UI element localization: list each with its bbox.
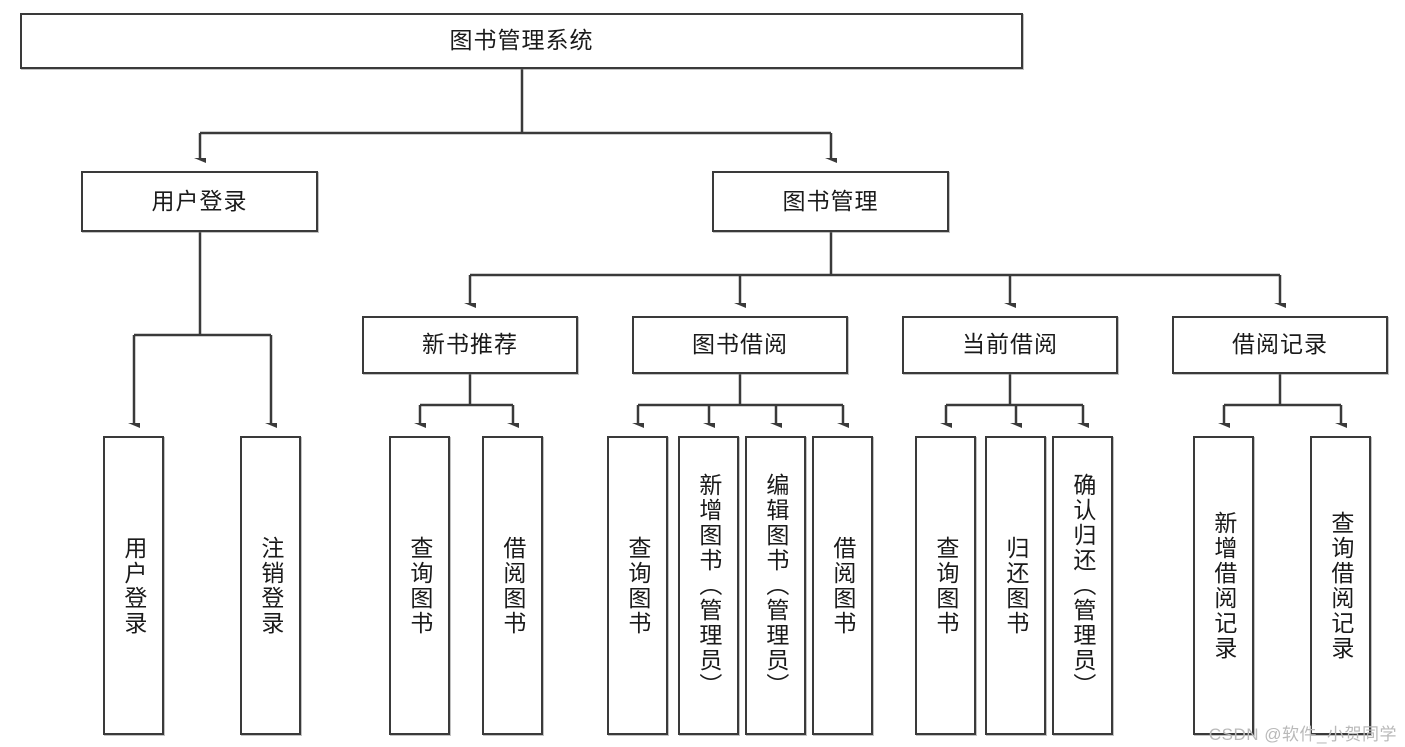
node-label: 用户登录 xyxy=(151,187,248,214)
node-label: 借阅记录 xyxy=(1232,331,1328,358)
node-label: 用户登录 xyxy=(120,535,147,636)
node-leaf-query-book-recommend[interactable]: 查询图书 xyxy=(389,436,450,735)
node-leaf-add-record[interactable]: 新增借阅记录 xyxy=(1193,436,1254,735)
node-label: 查询借阅记录 xyxy=(1327,510,1354,661)
node-label: 图书管理 xyxy=(782,187,879,214)
node-book-management[interactable]: 图书管理 xyxy=(712,171,949,232)
node-label: 查询图书 xyxy=(624,535,651,636)
node-label: 当前借阅 xyxy=(962,331,1058,358)
node-leaf-user-login[interactable]: 用户登录 xyxy=(103,436,164,735)
node-label: 图书管理系统 xyxy=(449,27,594,54)
node-leaf-borrow-book[interactable]: 借阅图书 xyxy=(812,436,873,735)
node-label: 归还图书 xyxy=(1002,535,1029,636)
node-label: 新增借阅记录 xyxy=(1210,510,1237,661)
node-leaf-add-book[interactable]: 新增图书（管理员） xyxy=(678,436,739,735)
node-leaf-borrow-book-recommend[interactable]: 借阅图书 xyxy=(482,436,543,735)
node-leaf-confirm-return[interactable]: 确认归还（管理员） xyxy=(1052,436,1113,735)
node-new-book-recommend[interactable]: 新书推荐 xyxy=(362,316,578,374)
node-leaf-return-book[interactable]: 归还图书 xyxy=(985,436,1046,735)
node-label: 确认归还（管理员） xyxy=(1069,473,1096,698)
node-label: 查询图书 xyxy=(932,535,959,636)
node-label: 图书借阅 xyxy=(692,331,788,358)
node-current-borrow[interactable]: 当前借阅 xyxy=(902,316,1118,374)
node-leaf-query-record[interactable]: 查询借阅记录 xyxy=(1310,436,1371,735)
node-leaf-logout[interactable]: 注销登录 xyxy=(240,436,301,735)
node-label: 新增图书（管理员） xyxy=(695,473,722,698)
node-label: 查询图书 xyxy=(406,535,433,636)
node-label: 编辑图书（管理员） xyxy=(762,473,789,698)
node-label: 借阅图书 xyxy=(829,535,856,636)
node-book-borrow[interactable]: 图书借阅 xyxy=(632,316,848,374)
node-root[interactable]: 图书管理系统 xyxy=(20,13,1023,69)
csdn-watermark: CSDN @软件_小贺同学 xyxy=(1208,725,1397,744)
node-leaf-edit-book[interactable]: 编辑图书（管理员） xyxy=(745,436,806,735)
node-label: 借阅图书 xyxy=(499,535,526,636)
node-leaf-query-book-current[interactable]: 查询图书 xyxy=(915,436,976,735)
node-label: 新书推荐 xyxy=(422,331,518,358)
node-leaf-query-book-borrow[interactable]: 查询图书 xyxy=(607,436,668,735)
node-user-login[interactable]: 用户登录 xyxy=(81,171,318,232)
node-label: 注销登录 xyxy=(257,535,284,636)
node-borrow-records[interactable]: 借阅记录 xyxy=(1172,316,1388,374)
